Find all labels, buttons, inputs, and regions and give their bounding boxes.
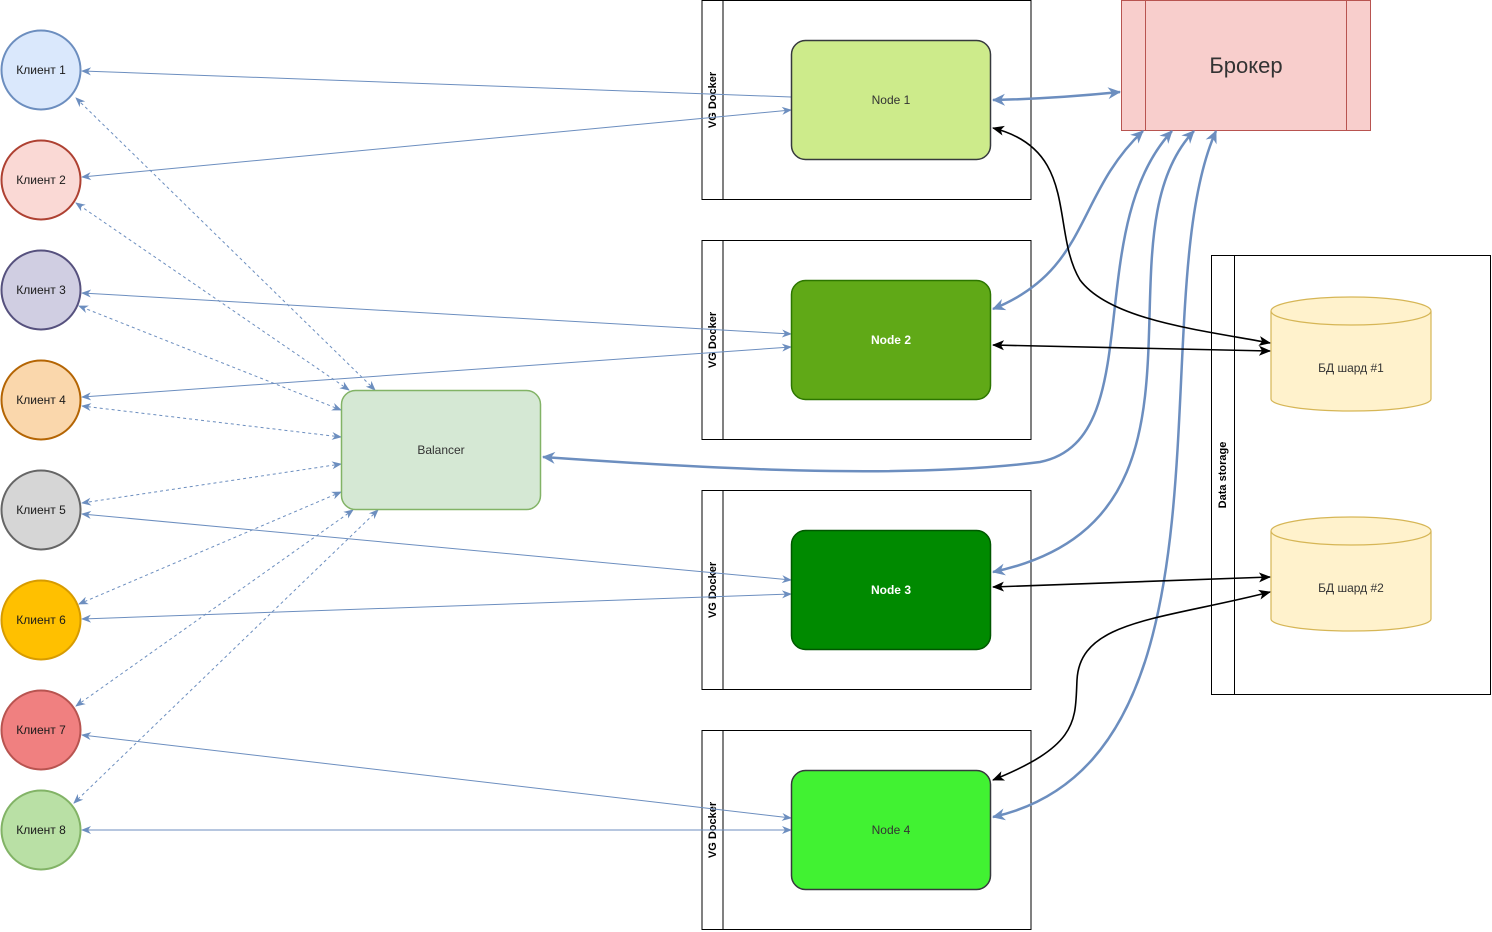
client-5-label: Клиент 5 (16, 503, 66, 517)
shard-2: БД шард #2 (1270, 516, 1432, 632)
dashed-edge-client4 (81, 403, 342, 440)
client-8-label: Клиент 8 (16, 823, 66, 837)
data-storage-label: Data storage (1217, 442, 1229, 509)
client-7: Клиент 7 (0, 689, 82, 771)
node-1-label: Node 1 (872, 93, 911, 107)
broker-label: Брокер (1209, 53, 1282, 78)
edge-node1-broker (992, 87, 1121, 106)
edge-node1-shard1 (992, 125, 1271, 346)
dashed-edge-client1 (75, 97, 376, 391)
edge-client5-node3 (81, 510, 792, 584)
balancer-box: Balancer (340, 389, 542, 511)
edge-node2-shard1 (992, 340, 1271, 356)
shard-1: БД шард #1 (1270, 296, 1432, 412)
client-1-label: Клиент 1 (16, 63, 66, 77)
node-4-label: Node 4 (872, 823, 911, 837)
edge-node4-broker (992, 130, 1218, 821)
edge-client7-node4 (81, 732, 792, 821)
dashed-edge-client8 (73, 509, 379, 804)
client-4: Клиент 4 (0, 359, 82, 441)
node-3: Node 3 (790, 529, 992, 651)
client-7-label: Клиент 7 (16, 723, 66, 737)
client-3: Клиент 3 (0, 249, 82, 331)
client-3-label: Клиент 3 (16, 283, 66, 297)
edge-node3-client6 (81, 590, 792, 623)
client-balancer-edges (73, 97, 379, 804)
db-edges (992, 125, 1271, 781)
client-4-label: Клиент 4 (16, 393, 66, 407)
dashed-edge-client3 (78, 305, 342, 411)
balancer-label: Balancer (417, 443, 464, 457)
docker-label: VG Docker (707, 561, 719, 618)
broker-edges (542, 87, 1218, 821)
client-5: Клиент 5 (0, 469, 82, 551)
node-2-label: Node 2 (871, 333, 911, 347)
edge-node3-shard2 (992, 572, 1271, 592)
node-2: Node 2 (790, 279, 992, 401)
edge-client1-node1 (81, 67, 792, 98)
shard-2-label: БД шард #2 (1318, 581, 1384, 595)
node-1: Node 1 (790, 39, 992, 161)
edge-node1-client2 (81, 106, 792, 181)
edge-client3-node2 (81, 289, 792, 338)
client-2: Клиент 2 (0, 139, 82, 221)
node-3-label: Node 3 (871, 583, 911, 597)
client-8: Клиент 8 (0, 789, 82, 871)
edge-node4-shard2 (992, 589, 1271, 781)
shard-1-label: БД шард #1 (1318, 361, 1384, 375)
client-1: Клиент 1 (0, 29, 82, 111)
dashed-edge-client7 (75, 509, 354, 707)
docker-label: VG Docker (707, 71, 719, 128)
broker-box: Брокер (1121, 0, 1371, 131)
client-6-label: Клиент 6 (16, 613, 66, 627)
client-6: Клиент 6 (0, 579, 82, 661)
node-4: Node 4 (790, 769, 992, 891)
edge-node2-client4 (81, 343, 792, 401)
docker-label: VG Docker (707, 311, 719, 368)
dashed-edge-client5 (81, 461, 342, 506)
dashed-edge-client6 (78, 491, 342, 605)
client-2-label: Клиент 2 (16, 173, 66, 187)
dashed-edge-client2 (75, 202, 350, 391)
